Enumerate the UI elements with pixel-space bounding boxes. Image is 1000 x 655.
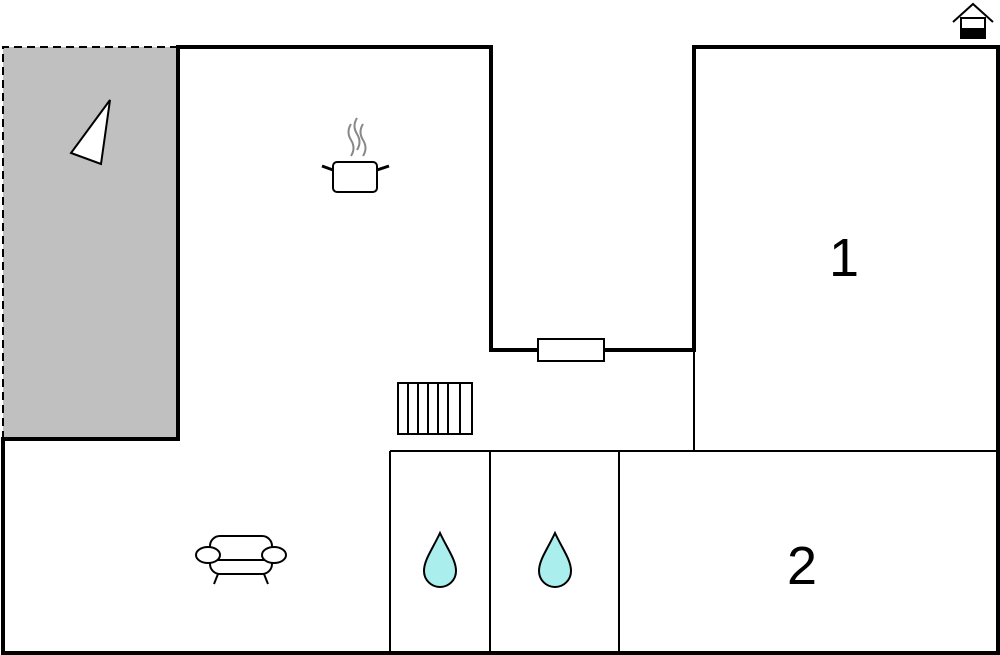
terrace-dashed-edge [2,46,178,439]
north-arrow-icon [69,99,111,166]
room-label-bedroom-2: 2 [787,536,817,596]
outer-wall [1,45,1000,655]
house-icon [952,2,994,39]
room-label-bedroom-1: 1 [829,228,859,288]
window-icon [537,338,605,362]
sofa-icon [195,535,287,585]
radiator-icon [397,382,473,435]
terrace-area [3,47,178,439]
water-drop-icon [537,530,573,588]
water-drop-icon [422,530,458,588]
cooking-pot-icon [321,117,390,193]
